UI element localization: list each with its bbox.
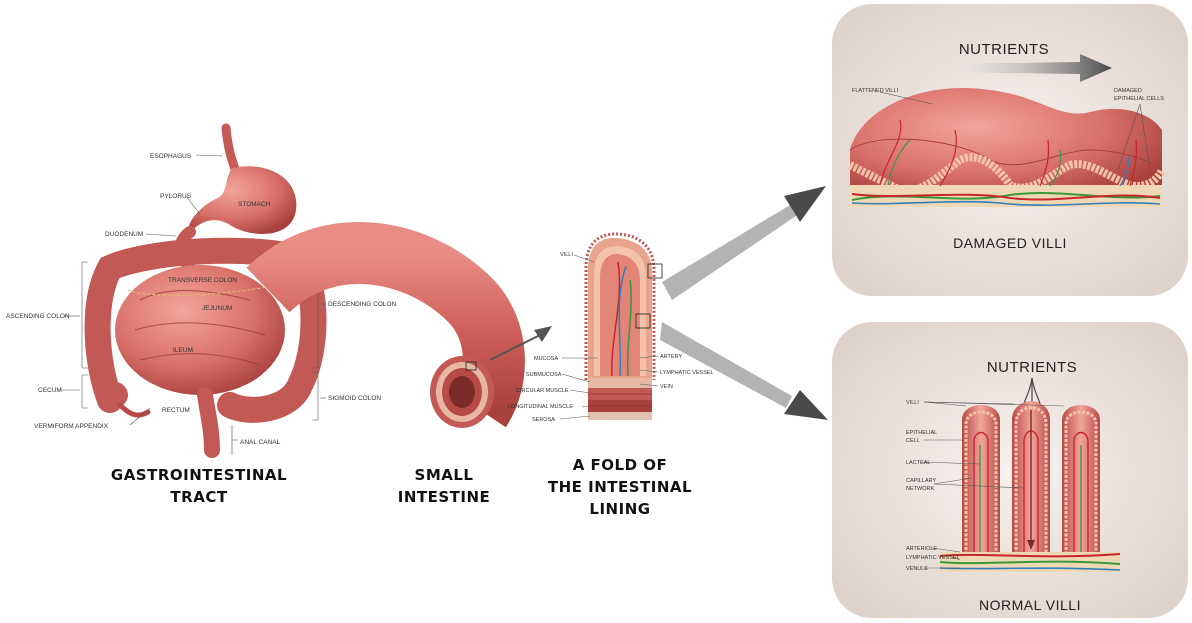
label-capillary-line1: CAPILLARY	[906, 478, 936, 484]
label-circular-muscle: CIRCULAR MUSCLE	[516, 388, 569, 394]
label-mucosa: MUCOSA	[534, 356, 558, 362]
label-capillary-line2: NETWORK	[906, 486, 934, 492]
label-normal-lymphatic-vessel: LYMPHATIC VESSEL	[906, 555, 960, 561]
label-jejunum: JEJUNUM	[202, 305, 232, 312]
label-pylorus: PYLORUS	[160, 193, 192, 200]
label-flattened-villi: FLATTENED VILLI	[852, 88, 899, 94]
gi-title-line2: TRACT	[170, 488, 227, 506]
label-duodenum: DUODENUM	[105, 231, 143, 238]
label-serosa: SEROSA	[532, 417, 555, 423]
arrow-to-fold-head	[534, 326, 552, 342]
label-artery: ARTERY	[660, 354, 682, 360]
label-damaged-cells-line2: EPITHELIAL CELLS	[1114, 96, 1164, 102]
label-stomach: STOMACH	[238, 201, 271, 208]
label-epithelial-line1: EPITHELIAL	[906, 430, 937, 436]
damaged-nutrients-label: NUTRIENTS	[959, 41, 1049, 58]
label-epithelial-line2: CELL	[906, 438, 920, 444]
normal-nutrients-label: NUTRIENTS	[987, 359, 1077, 376]
label-descending-colon: DESCENDING COLON	[328, 301, 397, 308]
small-intestine-title-line2: INTESTINE	[398, 488, 491, 506]
label-fold-lymphatic-vessel: LYMPHATIC VESSEL	[660, 370, 714, 376]
fold-title-line1: A FOLD OF	[573, 456, 668, 474]
label-ileum: ILEUM	[173, 347, 193, 354]
label-lacteal: LACTEAL	[906, 460, 930, 466]
label-venule: VENULE	[906, 566, 928, 572]
label-longitudinal-muscle: LONGITUDINAL MUSCLE	[508, 404, 573, 410]
label-damaged-cells-line1: DAMAGED	[1114, 88, 1142, 94]
arrow-to-damaged	[662, 186, 826, 300]
fold-title-line2: THE INTESTINAL	[548, 478, 692, 496]
label-arteriole: ARTERIOLE	[906, 546, 937, 552]
gi-title-line1: GASTROINTESTINAL	[111, 466, 287, 484]
fold-illustration	[586, 234, 662, 420]
damaged-villi-title: DAMAGED VILLI	[953, 235, 1067, 251]
label-transverse-colon: TRANSVERSE COLON	[168, 277, 237, 284]
normal-villi-title: NORMAL VILLI	[979, 597, 1081, 613]
label-ascending-colon: ASCENDING COLON	[6, 313, 70, 320]
label-esophagus: ESOPHAGUS	[150, 153, 192, 160]
label-sigmoid-colon: SIGMOID COLON	[328, 395, 381, 402]
label-rectum: RECTUM	[162, 407, 190, 414]
label-vein: VEIN	[660, 384, 673, 390]
label-vermiform-appendix: VERMIFORM APPENDIX	[34, 423, 109, 430]
label-cecum: CECUM	[38, 387, 62, 394]
small-intestine-title-line1: SMALL	[415, 466, 474, 484]
fold-title-line3: LINING	[589, 500, 650, 518]
label-fold-villi: VILLI	[560, 252, 573, 258]
label-normal-villi: VILLI	[906, 400, 919, 406]
label-anal-canal: ANAL CANAL	[240, 439, 281, 446]
label-submucosa: SUBMUCOSA	[526, 372, 562, 378]
